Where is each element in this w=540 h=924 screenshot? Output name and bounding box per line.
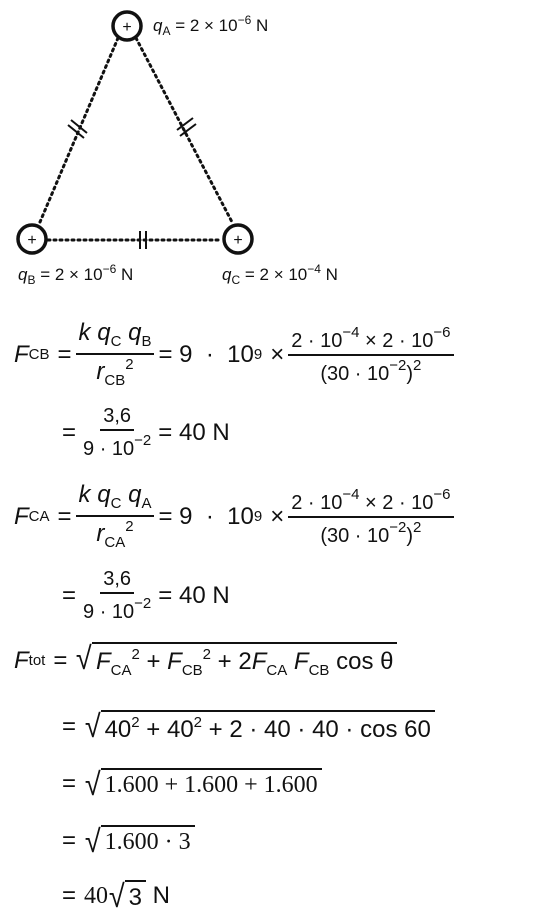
fcb-symbol-sub: CB (28, 346, 50, 363)
tick-mark-ab (67, 119, 88, 139)
fcb-equals: = (57, 340, 72, 368)
eq-fcb-result: = 3,6 9 · 10−2 = 40 N (62, 405, 230, 460)
final-unit: N (145, 882, 170, 909)
fca-equals: = (57, 502, 72, 530)
ftot-sqrt: √ FCA2 + FCB2 + 2FCA FCB cos θ (75, 642, 398, 679)
fca-result-fraction: 3,6 9 · 10−2 (83, 568, 152, 623)
final-radicand: 3 (124, 880, 146, 912)
fca-coulomb-fraction: k qC qA rCA2 (75, 481, 155, 551)
fca-result-value: = 40 N (158, 581, 230, 609)
eq-step5: = 40 √ 3 N (62, 878, 170, 914)
charge-c-label: qC = 2 × 10−4 N (222, 262, 338, 287)
fca-constant: = 9 · 10 (158, 502, 254, 530)
charge-b-sign: + (27, 232, 36, 249)
fca-numeric-fraction: 2 · 10−4 × 2 · 10−6 (30 · 10−2)2 (288, 486, 454, 547)
charge-a: + (111, 10, 143, 42)
charge-a-sign: + (122, 19, 131, 36)
tick-mark-bc (139, 231, 147, 249)
charge-c: + (222, 223, 254, 255)
fca-symbol: F (14, 502, 29, 530)
charge-c-sign: + (233, 232, 242, 249)
eq-step3: = √ 1.600 + 1.600 + 1.600 (62, 768, 322, 800)
eq-fca-result: = 3,6 9 · 10−2 = 40 N (62, 568, 230, 623)
side-ab (38, 36, 120, 224)
charge-a-label: qA = 2 × 10−6 N (153, 13, 268, 38)
fcb-result-value: = 40 N (158, 418, 230, 446)
fcb-numeric-fraction: 2 · 10−4 × 2 · 10−6 (30 · 10−2)2 (288, 324, 454, 385)
fcb-symbol: F (14, 340, 29, 368)
eq-step4: = √ 1.600 · 3 (62, 825, 195, 857)
side-ac (134, 36, 234, 224)
tick-mark-ac (176, 117, 197, 137)
ftot-symbol: F (14, 646, 29, 674)
fcb-result-fraction: 3,6 9 · 10−2 (83, 405, 152, 460)
final-coefficient: 40 (84, 882, 109, 909)
charge-triangle-diagram: + + + qA = 2 × 10−6 N qB = 2 × 10−6 N qC… (16, 10, 338, 287)
charge-b-label: qB = 2 × 10−6 N (18, 262, 133, 287)
charge-b: + (16, 223, 48, 255)
fcb-coulomb-fraction: k qC qB rCB2 (75, 319, 155, 389)
fcb-constant: = 9 · 10 (158, 340, 254, 368)
fca-symbol-sub: CA (28, 508, 50, 525)
eq-step2: = √ 402 + 402 + 2 · 40 · 40 · cos 60 (62, 710, 435, 744)
